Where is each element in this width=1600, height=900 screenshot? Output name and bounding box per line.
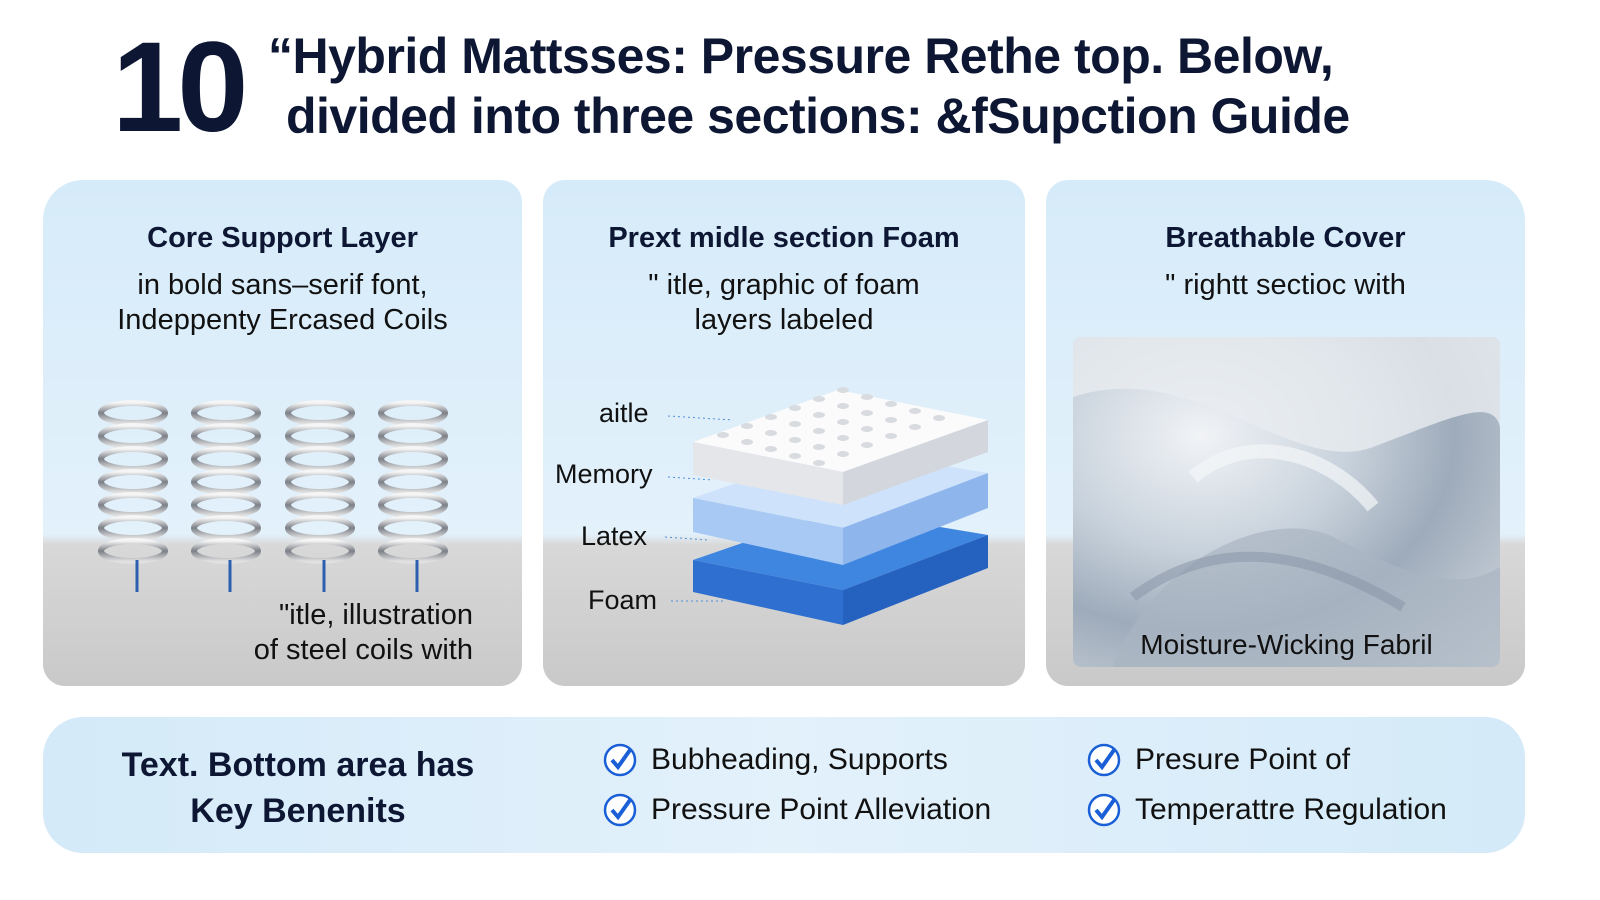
foam-hole <box>837 419 849 425</box>
foam-hole <box>765 414 777 420</box>
benefit-item: Pressure Point Alleviation <box>603 793 991 827</box>
benefit-label: Temperattre Regulation <box>1135 793 1447 826</box>
foam-hole <box>813 412 825 418</box>
title-line-1: “Hybrid Mattsses: Pressure Rethe top. Be… <box>268 28 1334 84</box>
foam-hole <box>789 453 801 459</box>
foam-hole <box>861 426 873 432</box>
foam-hole <box>789 405 801 411</box>
heading-line: Text. Bottom area has <box>121 746 475 784</box>
coil-caption: "itle, illustration of steel coils with <box>213 598 473 668</box>
foam-hole <box>861 442 873 448</box>
foam-hole <box>789 421 801 427</box>
subtitle-line: Indeppenty Ercased Coils <box>117 304 448 336</box>
infographic-title: “Hybrid Mattsses: Pressure Rethe top. Be… <box>268 26 1488 146</box>
heading-line: Key Benenits <box>190 792 406 830</box>
benefits-heading: Text. Bottom area has Key Benenits <box>73 742 523 834</box>
subtitle-line: layers labeled <box>694 304 874 336</box>
check-circle-icon <box>603 793 637 827</box>
benefit-item: Presure Point of <box>1087 743 1350 777</box>
caption-line: of steel coils with <box>253 634 473 666</box>
benefit-label: Presure Point of <box>1135 743 1351 776</box>
fabric-folds <box>1073 337 1500 667</box>
layer-label: Memory <box>555 459 653 489</box>
foam-hole <box>861 410 873 416</box>
steel-coil <box>378 400 448 592</box>
check-circle-icon <box>1087 793 1121 827</box>
key-benefits-band: Text. Bottom area has Key Benenits Bubhe… <box>43 717 1525 853</box>
foam-layers-illustration <box>664 387 988 625</box>
floor <box>43 545 522 686</box>
foam-hole <box>765 430 777 436</box>
infographic-number: 10 <box>112 16 248 159</box>
layer-label: aitle <box>599 398 649 428</box>
subtitle-line: " rightt sectioc with <box>1165 269 1406 301</box>
foam-hole <box>861 394 873 400</box>
foam-hole <box>813 428 825 434</box>
layer-label: Foam <box>588 585 658 615</box>
subtitle-line: " itle, graphic of foam <box>648 269 920 301</box>
steel-coils-illustration <box>98 400 448 592</box>
check-circle-icon <box>1087 743 1121 777</box>
foam-hole <box>765 446 777 452</box>
subtitle-line: in bold sans–serif font, <box>137 269 428 301</box>
benefit-label: Pressure Point Alleviation <box>651 793 992 826</box>
foam-hole <box>837 451 849 457</box>
section-subtitle: " itle, graphic of foam layers labeled <box>543 268 1025 338</box>
foam-hole <box>813 396 825 402</box>
benefit-item: Temperattre Regulation <box>1087 793 1447 827</box>
section-subtitle: " rightt sectioc with <box>1046 268 1525 303</box>
check-circle-icon <box>603 743 637 777</box>
foam-holes <box>717 387 945 466</box>
foam-hole <box>933 415 945 421</box>
steel-coil <box>285 400 355 592</box>
foam-hole <box>837 387 849 393</box>
foam-hole <box>885 433 897 439</box>
steel-coil <box>191 400 261 592</box>
title-line-2: divided into three sections: &fSupction … <box>286 88 1350 144</box>
foam-hole <box>837 435 849 441</box>
foam-hole <box>837 403 849 409</box>
foam-hole <box>909 424 921 430</box>
foam-hole <box>813 460 825 466</box>
benefit-label: Bubheading, Supports <box>651 743 948 776</box>
label-leaders <box>664 415 734 602</box>
foam-hole <box>789 437 801 443</box>
fabric-photo: Moisture-Wicking Fabril <box>1073 337 1500 667</box>
foam-hole <box>885 401 897 407</box>
section-subtitle: in bold sans–serif font, Indeppenty Erca… <box>43 268 522 338</box>
section-title: Prext midle section Foam <box>608 222 960 254</box>
foam-hole <box>741 439 753 445</box>
foam-layers-panel: Prext midle section Foam " itle, graphic… <box>543 180 1025 686</box>
breathable-cover-panel: Breathable Cover " rightt sectioc with M… <box>1046 180 1525 686</box>
foam-hole <box>717 432 729 438</box>
caption-line: "itle, illustration <box>278 599 473 631</box>
section-title: Core Support Layer <box>147 222 418 254</box>
benefit-item: Bubheading, Supports <box>603 743 948 777</box>
foam-hole <box>885 417 897 423</box>
fabric-caption: Moisture-Wicking Fabril <box>1140 629 1433 660</box>
foam-hole <box>909 408 921 414</box>
foam-hole <box>741 423 753 429</box>
layer-label: Latex <box>581 521 648 551</box>
section-title: Breathable Cover <box>1165 222 1406 254</box>
foam-hole <box>813 444 825 450</box>
core-support-panel: Core Support Layer in bold sans–serif fo… <box>43 180 522 686</box>
steel-coil <box>98 400 168 592</box>
